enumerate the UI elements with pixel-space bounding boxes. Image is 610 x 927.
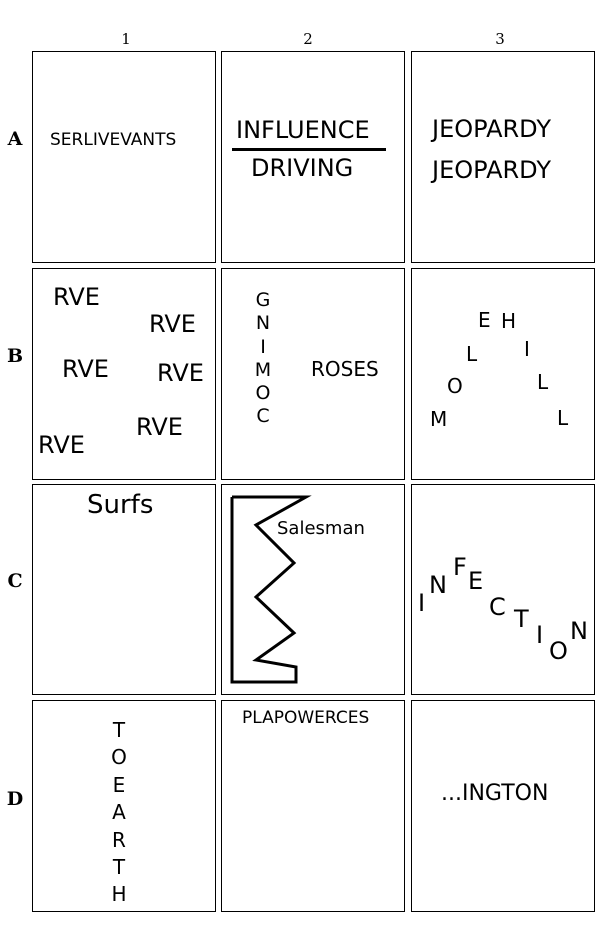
cell-c3-letter: C [489,593,506,621]
cell-d1-letter: T [112,854,126,879]
cell-a2: INFLUENCE DRIVING [221,51,405,263]
cell-d3: ...INGTON [411,700,595,912]
column-header-1: 1 [121,30,131,48]
cell-d1-letter: O [111,745,127,770]
cell-b2-letter: N [255,312,271,335]
cell-b2-letter: O [255,382,271,405]
row-header-d: D [6,788,24,810]
cell-c3: I N F E C T I O N [411,484,595,695]
cell-c3-letter: F [453,553,467,581]
cell-d1-letter: E [112,772,126,797]
cell-d3-text: ...INGTON [441,781,549,806]
cell-c1: Surfs [32,484,216,695]
cell-c3-letter: I [536,621,544,649]
cell-b2: G N I M O C ROSES [221,268,405,480]
cell-b3-letter: I [524,337,530,361]
cell-b3-letter: M [430,407,448,431]
cell-b1-word: RVE [53,283,100,311]
cell-b1-word: RVE [62,355,109,383]
cell-b3-letter: E [478,308,491,332]
cell-a1-text: SERLIVEVANTS [50,130,177,150]
cell-b1-word: RVE [157,359,204,387]
row-header-c: C [7,570,23,592]
cell-d1-letter: H [111,882,127,907]
cell-b2-letter: C [256,405,270,428]
cell-a2-top-word: INFLUENCE [236,116,370,144]
cell-c2: Salesman [221,484,405,695]
cell-d1-letter: T [112,718,126,742]
cell-c3-letter: N [429,571,447,599]
cell-b3-letter: L [557,406,569,430]
cell-a2-bottom-word: DRIVING [251,154,354,182]
cell-a3-line2: JEOPARDY [432,156,551,184]
cell-c3-letter: E [468,567,484,595]
row-header-b: B [6,345,24,367]
cell-c3-letter: O [549,637,568,665]
cell-a1: SERLIVEVANTS [32,51,216,263]
cell-c3-letter: T [514,605,529,633]
cell-a3-line1: JEOPARDY [432,115,551,143]
cell-b3-letter: L [537,370,549,394]
cell-b3-letter: H [501,309,517,333]
cell-b2-letter: M [254,358,272,381]
column-header-3: 3 [495,30,505,48]
cell-c2-zigzag-shape [230,495,312,684]
cell-d2: PLAPOWERCES [221,700,405,912]
cell-b1-word: RVE [38,431,85,459]
cell-b1-word: RVE [149,310,196,338]
cell-d1-letter: R [112,827,126,852]
cell-b2-letter: I [260,335,266,358]
cell-b3: M O L E H I L L [411,268,595,480]
cell-b2-vertical-word: G N I M O C [252,291,274,426]
cell-b2-word: ROSES [311,357,379,381]
cell-a2-divider-line [232,148,386,151]
cell-d1-letter: A [112,800,126,825]
cell-b1-word: RVE [136,413,183,441]
cell-b3-letter: L [466,342,478,366]
cell-b1: RVE RVE RVE RVE RVE RVE [32,268,216,480]
cell-d2-text: PLAPOWERCES [242,708,370,728]
cell-d1: T O E A R T H [32,700,216,912]
cell-a3: JEOPARDY JEOPARDY [411,51,595,263]
cell-c1-text: Surfs [87,490,154,520]
cell-c2-text: Salesman [277,518,365,539]
cell-c3-letter: I [418,589,426,617]
cell-d1-vertical-word: T O E A R T H [108,720,130,904]
cell-b2-letter: G [255,289,271,311]
cell-b3-letter: O [447,374,463,398]
column-header-2: 2 [303,30,313,48]
cell-c3-letter: N [570,617,588,645]
row-header-a: A [7,128,23,150]
